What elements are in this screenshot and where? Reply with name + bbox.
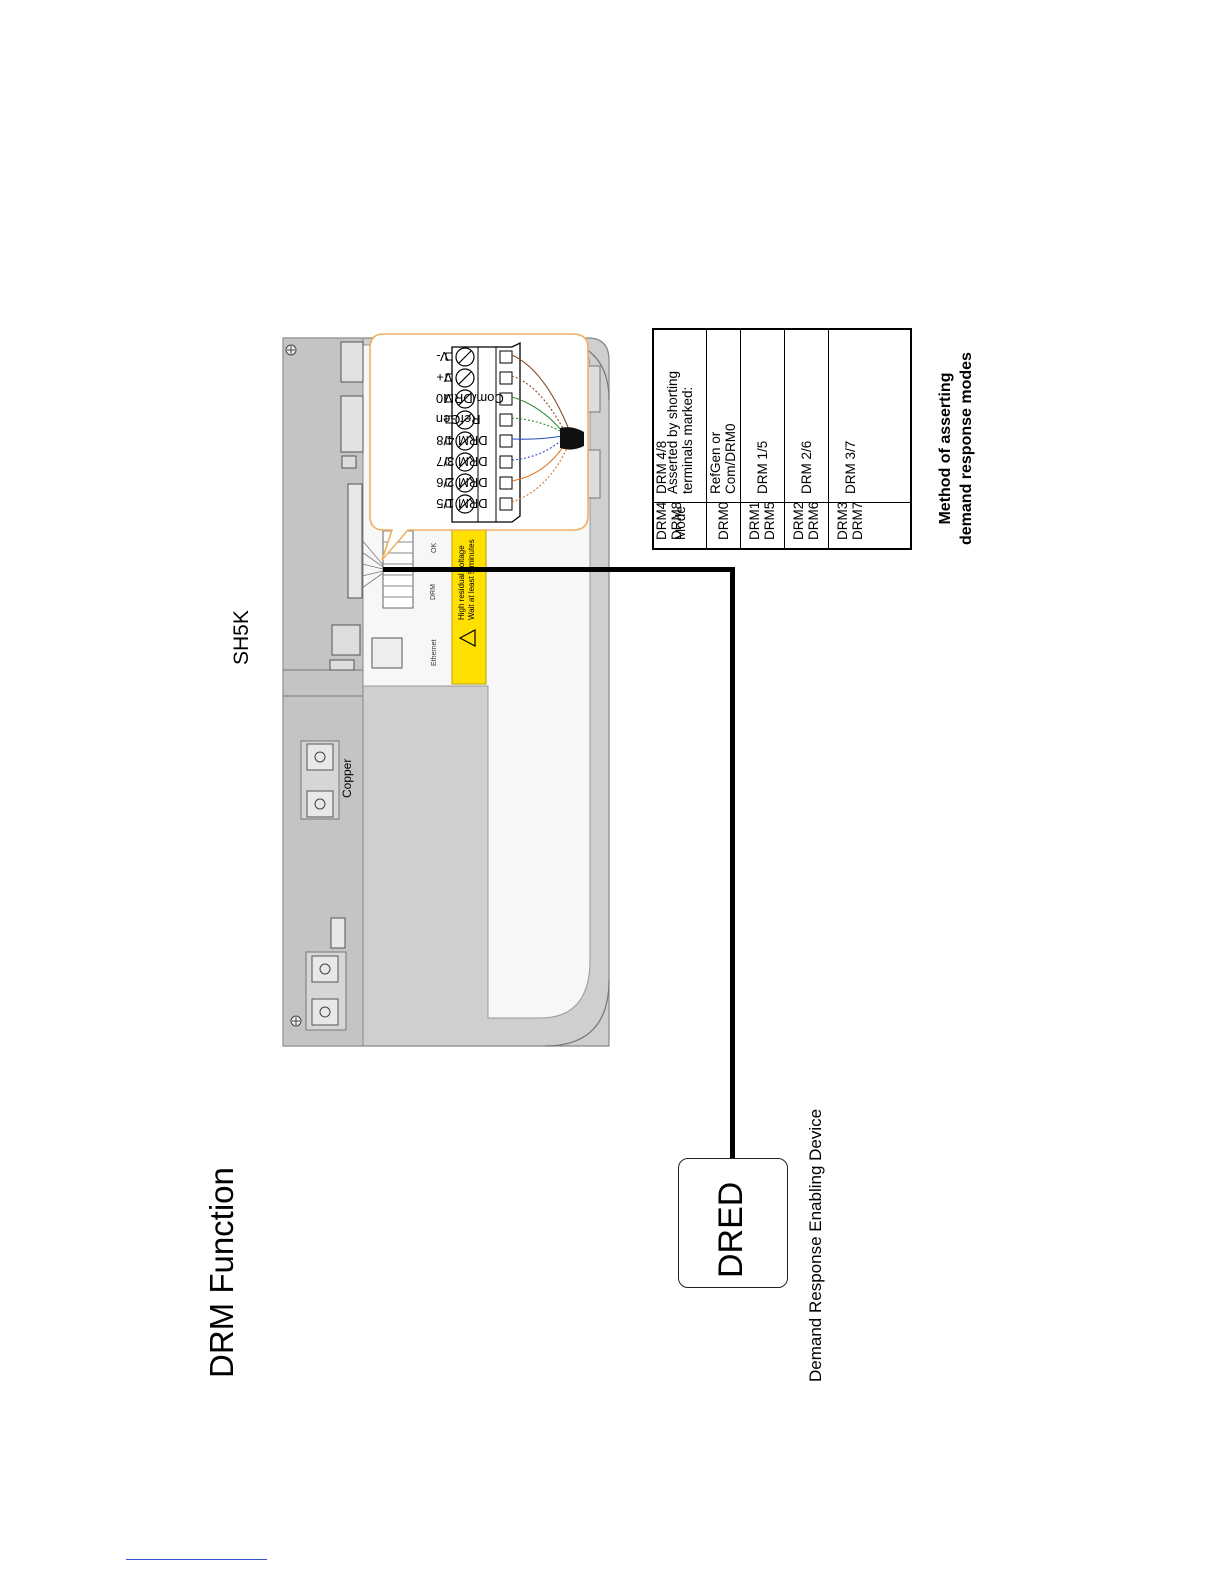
screw-icon (285, 344, 297, 356)
terminal-strip (347, 483, 363, 599)
ok-small-label: OK (431, 542, 438, 553)
ethernet-label: Ethernet (431, 639, 438, 666)
table-cell-terminals-line: DRM 1/5 (754, 440, 770, 494)
terminal-slot (499, 476, 513, 490)
model-label: SH5K (230, 610, 253, 665)
terminal-slot (499, 455, 513, 469)
table-cell-mode-line: DRM0 (715, 501, 731, 540)
connector-terminal-label: V- (436, 349, 449, 364)
table-cell-terminals-line: Com/DRM0 (723, 423, 738, 494)
drm-terminal-block (382, 519, 414, 609)
dred-wire-vertical (730, 567, 735, 1159)
table-cell-mode: DRM0 (716, 502, 731, 540)
terminal-slot (499, 497, 513, 511)
table-cell-terminals: DRM 4/8 (654, 441, 669, 494)
ac-terminal-block (305, 951, 347, 1031)
connector-terminal-label: RefGen (436, 412, 481, 427)
terminal-strip (340, 395, 364, 453)
table-cell-mode-line: DRM4 (654, 501, 669, 540)
terminal-screw-icon (455, 347, 475, 367)
terminal-slot (499, 434, 513, 448)
connector-terminal-label: V+ (436, 370, 453, 385)
terminal-slot (499, 371, 513, 385)
table-cell-mode-line: DRM5 (762, 501, 777, 540)
page-title: DRM Function (203, 1167, 240, 1378)
copper-block (300, 740, 340, 820)
table-cell-terminals: DRM 2/6 (799, 441, 814, 494)
table-cell-terminals-line: DRM 2/6 (798, 440, 814, 494)
table-cell-mode-line: DRM1 (747, 501, 762, 540)
dred-description: Demand Response Enabling Device (806, 1108, 825, 1382)
wire-bundle (560, 427, 584, 450)
table-header-terminals-line: terminals marked: (680, 386, 695, 494)
screw-icon (290, 1015, 302, 1027)
dred-label: DRED (712, 1181, 750, 1278)
table-cell-mode-line: DRM7 (850, 501, 865, 540)
warning-line1: High residual voltage (457, 545, 466, 620)
footer-rule (126, 1559, 267, 1560)
upper-compartment (282, 337, 364, 1047)
table-cell-mode-line: DRM2 (791, 501, 806, 540)
warning-line2: Wait at least 5 minutes (467, 539, 476, 620)
table-cell-terminals: DRM 3/7 (843, 441, 858, 494)
ethernet-jack (371, 637, 403, 669)
inverter-rounded-corner (539, 337, 610, 1047)
drm-small-label: DRM (430, 584, 437, 600)
table-cell-terminals-line: DRM 3/7 (842, 440, 858, 494)
table-caption: Method of asserting demand response mode… (935, 352, 977, 545)
caption-line2: demand response modes (958, 352, 975, 545)
small-connector (330, 917, 346, 949)
connector-terminal-label: DRM 4/8 (436, 433, 488, 448)
copper-label: Copper (340, 758, 354, 798)
table-cell-terminals: DRM 1/5 (755, 441, 770, 494)
table-cell-mode-line: DRM3 (835, 501, 850, 540)
table-cell-mode-line: DRM6 (806, 501, 821, 540)
caption-line1: Method of asserting (937, 372, 954, 525)
table-cell-mode-line: DRM8 (669, 501, 684, 540)
dred-device (678, 1158, 788, 1288)
connector-terminal-label: Com/DRM0 (436, 391, 504, 406)
table-cell-terminals-line: RefGen or (708, 431, 723, 494)
dred-wire-horizontal (383, 567, 735, 572)
terminal-strip (340, 341, 364, 383)
terminal-screw-icon (455, 368, 475, 388)
ethernet-port (331, 624, 361, 656)
connector-terminal-label: DRM 3/7 (436, 454, 488, 469)
terminal-strip (341, 455, 357, 469)
connector-terminal-label: DRM 2/6 (436, 475, 488, 490)
terminal-slot (499, 350, 513, 364)
connector-terminal-label: DRM 1/5 (436, 496, 488, 511)
warning-icon (458, 629, 476, 647)
terminal-slot (499, 413, 513, 427)
table-cell-terminals-line: DRM 4/8 (654, 440, 669, 494)
connector-wires (511, 354, 571, 503)
